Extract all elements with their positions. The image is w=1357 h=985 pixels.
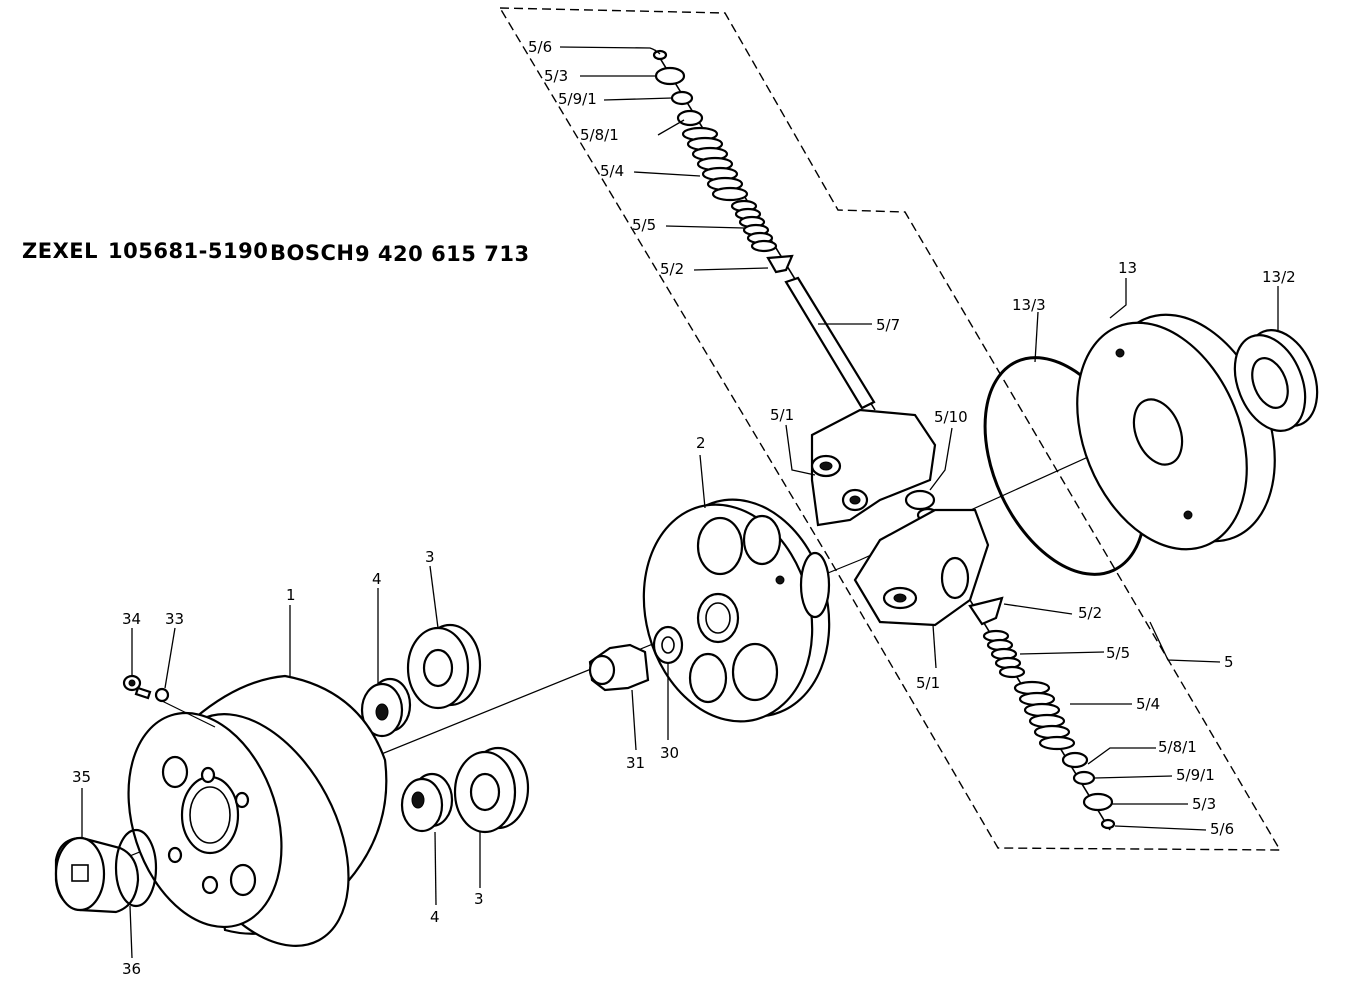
sealing-washer — [154, 687, 170, 703]
brand-bosch: BOSCH — [270, 241, 354, 265]
valve-retainer-clip-top — [652, 49, 668, 61]
callout-33: 33 — [165, 610, 184, 628]
callout-3-top: 3 — [425, 548, 435, 566]
callout-30: 30 — [660, 744, 679, 762]
callout-5: 5 — [1224, 653, 1234, 671]
callout-5-7: 5/7 — [876, 316, 900, 334]
valve-cap-top — [654, 66, 686, 86]
header: ZEXEL 105681-5190 BOSCH 9 420 615 713 — [22, 239, 530, 266]
callout-5-10: 5/10 — [934, 408, 968, 426]
callout-5-6-top: 5/6 — [528, 38, 552, 56]
seal-ring-upper — [406, 623, 482, 710]
valve-seat-bottom — [968, 596, 1004, 626]
upper-valve-stack — [652, 49, 876, 411]
piston-shoe-upper — [810, 408, 937, 527]
bushing-upper — [360, 677, 412, 738]
callout-13-2: 13/2 — [1262, 268, 1296, 286]
callout-5-4-bottom: 5/4 — [1136, 695, 1160, 713]
valve-spring-bottom — [1013, 680, 1076, 751]
callout-5-8-1-bottom: 5/8/1 — [1158, 738, 1197, 756]
callout-4-top: 4 — [372, 570, 382, 588]
screw-axis — [159, 699, 216, 728]
piston-shoe-lower — [853, 508, 990, 627]
cap-screw — [122, 674, 152, 700]
callout-13-3: 13/3 — [1012, 296, 1046, 314]
leader-lines — [81, 46, 1279, 959]
valve-ring-bottom — [1061, 751, 1089, 769]
valve-ring-top — [676, 109, 704, 127]
callout-5-2-bottom: 5/2 — [1078, 604, 1102, 622]
valve-inner-spring-bottom — [982, 629, 1026, 679]
callout-2: 2 — [696, 434, 706, 452]
lock-washer — [652, 625, 684, 665]
callout-5-3-bottom: 5/3 — [1192, 795, 1216, 813]
valve-washer-top — [670, 90, 694, 106]
pump-housing — [127, 674, 388, 947]
callout-5-9-1-top: 5/9/1 — [558, 90, 597, 108]
valve-retainer-clip-bottom — [1100, 818, 1116, 830]
callout-35: 35 — [72, 768, 91, 786]
valve-inner-spring-top — [730, 199, 778, 253]
valve-washer-bottom — [1072, 770, 1096, 786]
zexel-part-number: 105681-5190 — [108, 239, 268, 263]
callout-3-bottom: 3 — [474, 890, 484, 908]
callout-5-1-bottom: 5/1 — [916, 674, 940, 692]
callout-5-3-top: 5/3 — [544, 67, 568, 85]
callout-5-4-top: 5/4 — [600, 162, 624, 180]
assembly-group-5-outline — [498, 7, 1282, 851]
callout-31: 31 — [626, 754, 645, 772]
valve-spring-top — [681, 126, 749, 202]
callout-labels: 5/6 5/3 5/9/1 5/8/1 5/4 5/5 5/2 5/7 5/1 … — [72, 38, 1296, 978]
valve-cap-bottom — [1082, 792, 1114, 812]
ball-bearing — [1233, 329, 1319, 432]
callout-1: 1 — [286, 586, 296, 604]
lower-valve-stack — [968, 596, 1116, 831]
hex-nut — [588, 643, 650, 692]
callout-4-bottom: 4 — [430, 908, 440, 926]
callout-5-8-1-top: 5/8/1 — [580, 126, 619, 144]
callout-5-5-bottom: 5/5 — [1106, 644, 1130, 662]
bosch-part-number: 9 420 615 713 — [355, 242, 530, 266]
bushing-lower — [400, 772, 454, 833]
rotor-plate — [642, 498, 831, 723]
callout-5-1-top: 5/1 — [770, 406, 794, 424]
guide-bushing — [904, 489, 936, 511]
brand-zexel: ZEXEL — [22, 239, 98, 263]
valve-seat-top — [766, 254, 794, 274]
callout-5-6-bottom: 5/6 — [1210, 820, 1234, 838]
plug-seal-ring — [114, 828, 158, 908]
end-cover — [1076, 313, 1276, 551]
callout-34: 34 — [122, 610, 141, 628]
callout-36: 36 — [122, 960, 141, 978]
callout-5-5-top: 5/5 — [632, 216, 656, 234]
callout-5-9-1-bottom: 5/9/1 — [1176, 766, 1215, 784]
push-rod — [784, 276, 876, 410]
callout-5-2-top: 5/2 — [660, 260, 684, 278]
callout-13: 13 — [1118, 259, 1137, 277]
seal-ring-lower — [453, 746, 530, 834]
